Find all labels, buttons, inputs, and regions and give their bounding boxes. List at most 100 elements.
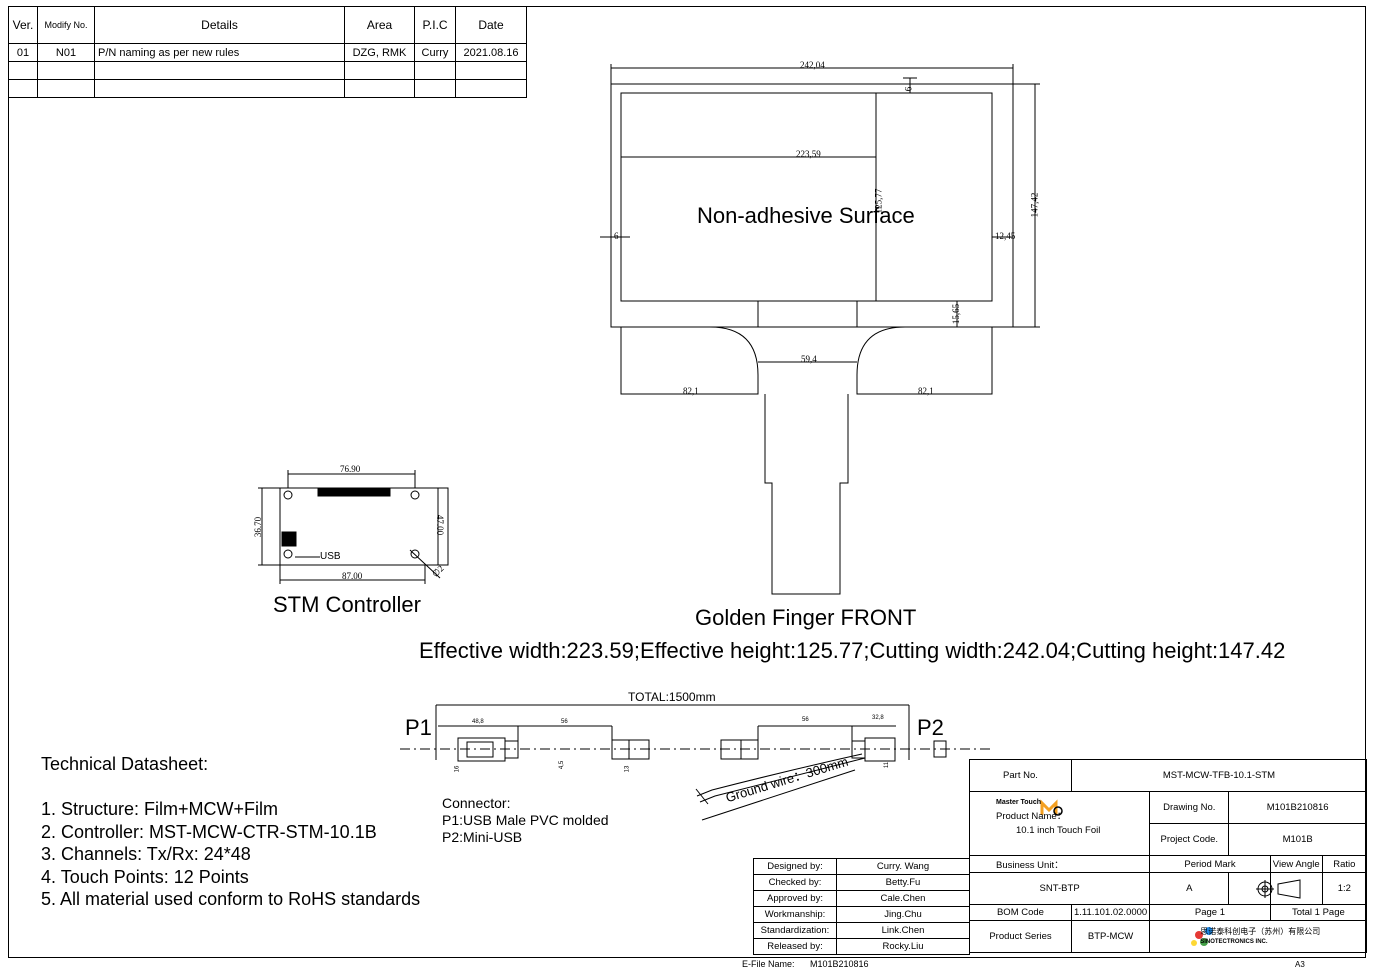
list-item: 4. Touch Points: 12 Points: [41, 866, 249, 887]
product-series: BTP-MCW: [1070, 920, 1151, 953]
cable-dim: 56: [561, 719, 568, 725]
dim-cutting-width: 242,04: [800, 60, 825, 70]
cell: Link.Chen: [836, 922, 970, 939]
drawing-no-label: Drawing No.: [1149, 791, 1230, 824]
view-angle-icon: [1269, 872, 1323, 905]
view-angle-label: View Angle: [1269, 855, 1323, 873]
dim-left-margin: 6: [614, 231, 619, 241]
table-row: Checked by:Betty.Fu: [753, 874, 970, 891]
cable-dim: 13: [624, 765, 631, 773]
product-name-label: Product Name：: [996, 811, 1067, 822]
cable-dim: 16: [454, 765, 461, 773]
dim-tail-gap: 15,65: [951, 303, 962, 325]
ctrl-dim-left: 36.70: [253, 516, 264, 538]
revision-header-row: Ver. Modify No. Details Area P.I.C Date: [8, 6, 527, 44]
dim-right-shoulder: 82,1: [918, 386, 934, 396]
list-item: 3. Channels: Tx/Rx: 24*48: [41, 844, 251, 864]
cable-dim: 48,8: [472, 719, 484, 725]
part-no-value: MST-MCW-TFB-10.1-STM: [1070, 759, 1368, 792]
cable-dim: 4,5: [559, 760, 566, 770]
list-item: 2. Controller: MST-MCW-CTR-STM-10.1B: [41, 821, 377, 842]
ctrl-dim-bottom: 87.00: [342, 571, 363, 581]
ctrl-dim-top: 76.90: [340, 464, 361, 474]
cell: Rocky.Liu: [836, 938, 970, 955]
col-header: Modify No.: [37, 6, 95, 44]
ratio: 1:2: [1321, 872, 1368, 905]
col-header: Date: [455, 6, 527, 44]
spec-line: Effective width:223.59;Effective height:…: [419, 638, 1286, 663]
efile-name: M101B210816: [810, 959, 869, 969]
brand-name: Master Touch: [996, 799, 1041, 806]
tech-list: 1. Structure: Film+MCW+Film 2. Controlle…: [41, 798, 420, 911]
cell: Standardization:: [753, 922, 837, 939]
list-item: 1. Structure: Film+MCW+Film: [41, 799, 279, 819]
cell: Released by:: [753, 938, 837, 955]
efile-label: E-File Name:: [742, 959, 795, 969]
cable-dim: 11: [884, 761, 891, 769]
total-pages: Total 1 Page: [1269, 904, 1368, 921]
surface-label: Non-adhesive Surface: [697, 203, 915, 228]
cell: Checked by:: [753, 874, 837, 891]
project-code: M101B: [1228, 823, 1367, 856]
table-row: Designed by:Curry. Wang: [753, 858, 970, 875]
signoff-table: Designed by:Curry. Wang Checked by:Betty…: [753, 858, 970, 955]
dim-effective-width: 223,59: [796, 149, 821, 159]
ground-wire: [696, 753, 863, 797]
cell: Designed by:: [753, 858, 837, 875]
cell: Betty.Fu: [836, 874, 970, 891]
p1-label: P1: [405, 715, 432, 740]
dim-cutting-height: 147,42: [1029, 192, 1040, 218]
bom-code-label: BOM Code: [969, 904, 1072, 921]
table-row: Released by:Rocky.Liu: [753, 938, 970, 955]
product-series-label: Product Series: [969, 920, 1072, 953]
connector-p1: P1:USB Male PVC molded: [442, 812, 609, 828]
part-no-label: Part No.: [969, 759, 1072, 792]
revision-table: Ver. Modify No. Details Area P.I.C Date …: [8, 6, 527, 98]
tech-heading: Technical Datasheet:: [41, 754, 209, 774]
controller-caption: STM Controller: [273, 592, 421, 617]
period-mark-label: Period Mark: [1149, 855, 1271, 873]
bom-code: 1.11.101.02.0000: [1070, 904, 1151, 921]
connector-heading: Connector:: [442, 795, 511, 811]
p2-label: P2: [917, 715, 944, 740]
cell: Cale.Chen: [836, 890, 970, 907]
business-unit: SNT-BTP: [968, 872, 1151, 905]
period-mark: A: [1149, 872, 1230, 905]
dim-tail-width: 59,4: [801, 354, 817, 364]
dim-left-shoulder: 82,1: [683, 386, 699, 396]
p1-connector: [457, 737, 506, 762]
usb-label: USB: [320, 551, 341, 562]
drawing-frame: [8, 6, 1366, 958]
golden-finger: [764, 394, 849, 595]
project-code-label: Project Code.: [1149, 823, 1230, 856]
dim-right-margin: 12,45: [995, 231, 1016, 241]
table-row: Standardization:Link.Chen: [753, 922, 970, 939]
cell: Jing.Chu: [836, 906, 970, 923]
product-name: 10.1 inch Touch Foil: [1016, 825, 1101, 836]
title-block: Part No. MST-MCW-TFB-10.1-STM Master Tou…: [968, 759, 1368, 953]
table-row: [8, 61, 527, 80]
sheet-size: A3: [1295, 960, 1305, 969]
cell: Approved by:: [753, 890, 837, 907]
cable-dim: 56: [802, 717, 809, 723]
effective-area: [620, 92, 993, 302]
connector-info: Connector: P1:USB Male PVC molded P2:Min…: [442, 795, 609, 846]
list-item: 5. All material used conform to RoHS sta…: [41, 889, 421, 909]
company-cn: 思诺泰科创电子（苏州）有限公司: [1200, 926, 1321, 936]
cell: Workmanship:: [753, 906, 837, 923]
controller-board: [279, 487, 449, 566]
business-unit-label: Business Unit：: [968, 855, 1151, 873]
table-row: [8, 79, 527, 98]
p2-connector: [864, 737, 896, 762]
cable-total: TOTAL:1500mm: [628, 690, 716, 704]
panel-caption: Golden Finger FRONT: [695, 605, 917, 630]
tail-outline: [620, 326, 759, 395]
cable-dim: 32,8: [872, 715, 884, 721]
drawing-no: M101B210816: [1228, 791, 1367, 824]
ratio-label: Ratio: [1321, 855, 1368, 873]
table-row: Approved by:Cale.Chen: [753, 890, 970, 907]
dim-top-margin: 6: [903, 86, 914, 92]
company-en: SINOTECTRONICS INC.: [1200, 938, 1268, 945]
page-number: Page 1: [1149, 904, 1271, 921]
table-row: Workmanship:Jing.Chu: [753, 906, 970, 923]
